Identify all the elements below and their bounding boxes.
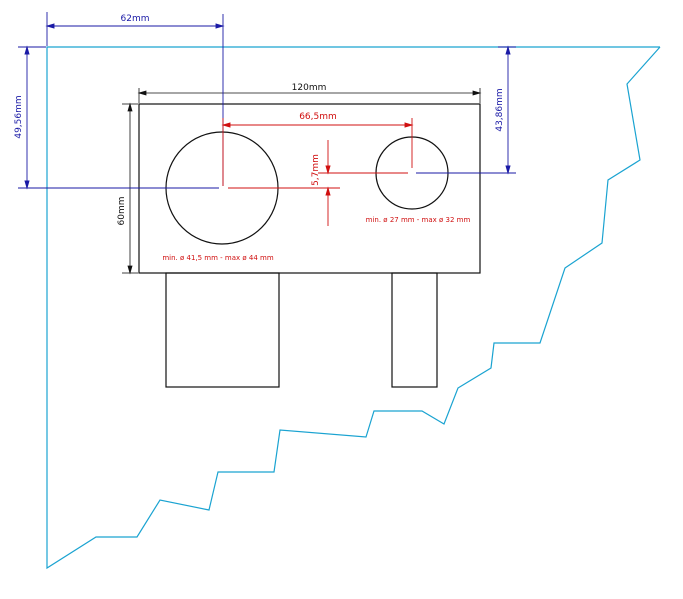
large-body (165, 272, 280, 388)
plate-height-dimension (122, 102, 138, 275)
small-body (391, 272, 438, 388)
offset-left-dimension (45, 12, 225, 186)
plate-width-label: 120mm (292, 83, 327, 93)
hole-spacing-label: 66,5mm (299, 112, 337, 122)
offset-top-right-dimension (416, 45, 516, 175)
plate-width-dimension (137, 88, 482, 103)
vertical-offset-dimension (228, 140, 408, 226)
vertical-offset-label: 5,7mm (311, 154, 321, 186)
offset-top-left-label: 49,56mm (14, 95, 24, 138)
large-hole-note: min. ø 41,5 mm - max ø 44 mm (162, 254, 274, 262)
offset-left-label: 62mm (121, 14, 150, 24)
hole-spacing-dimension (221, 118, 414, 186)
offset-top-right-label: 43,86mm (495, 88, 505, 131)
small-hole-note: min. ø 27 mm - max ø 32 mm (366, 216, 471, 224)
offset-top-left-dimension (18, 45, 219, 190)
wall-outline (46, 46, 661, 570)
plate-height-label: 60mm (117, 197, 127, 226)
mounting-plate (138, 103, 481, 274)
